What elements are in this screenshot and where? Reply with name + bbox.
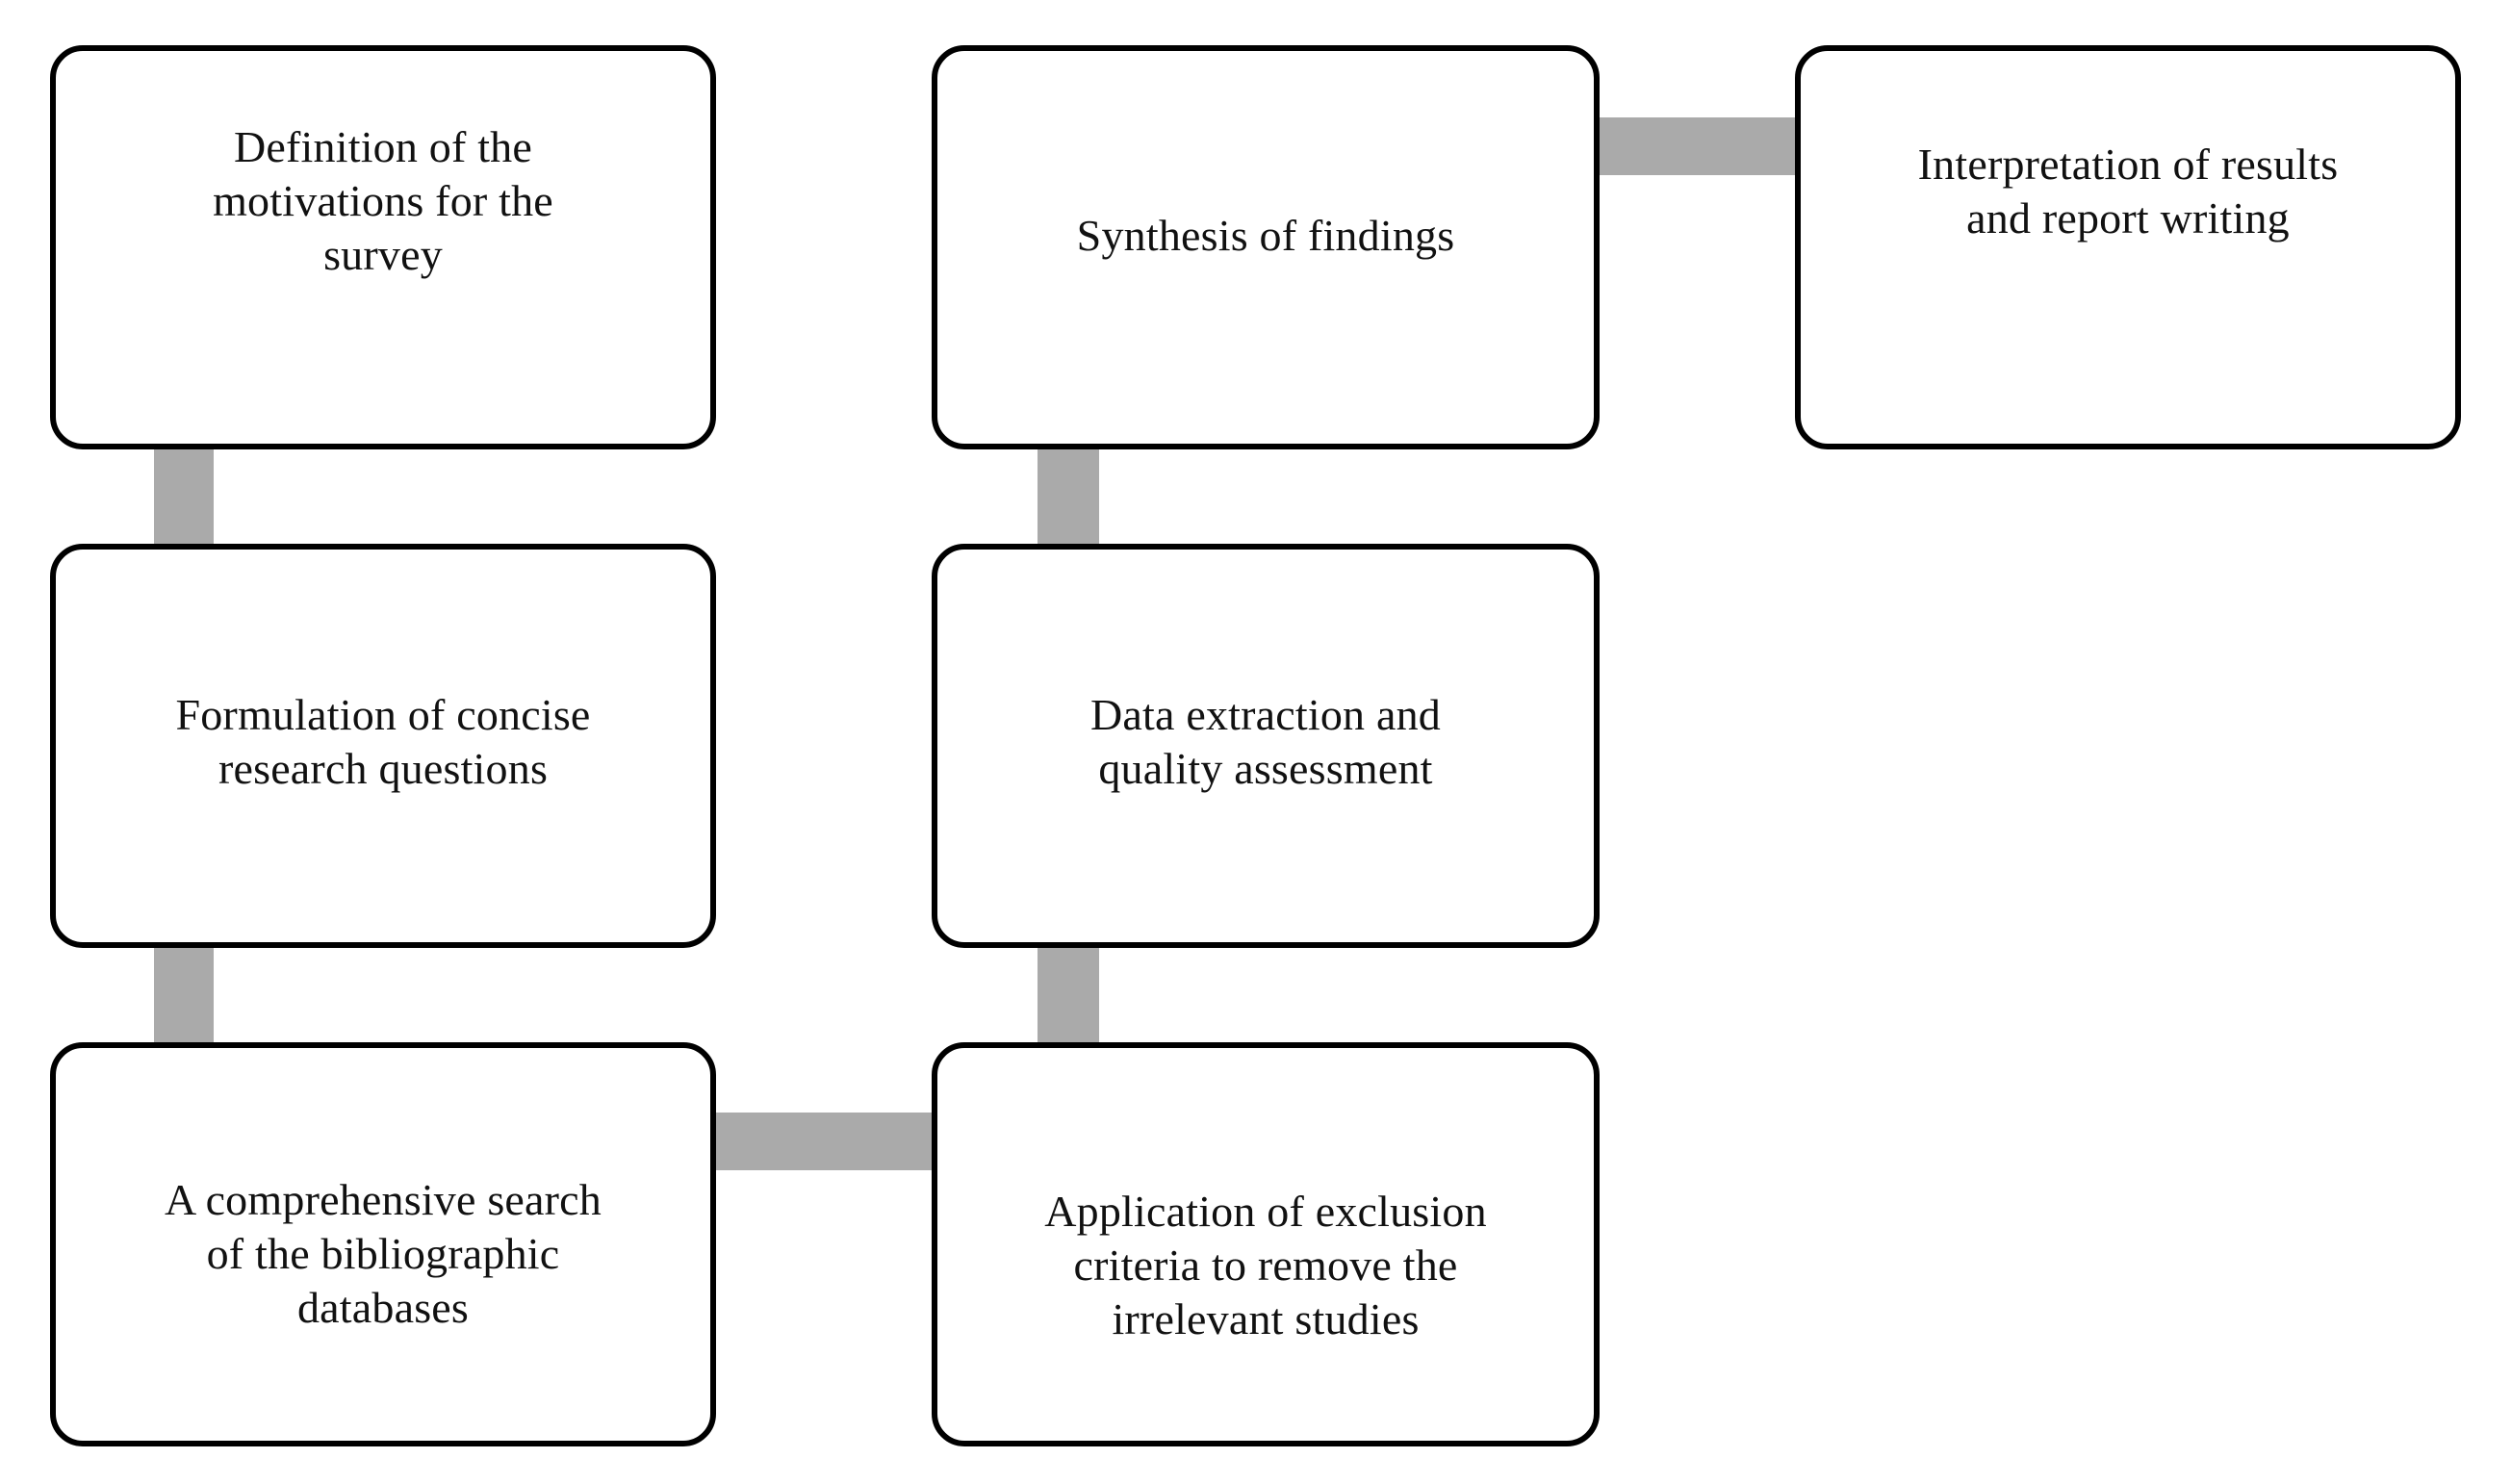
connector-extraction-to-synthesis bbox=[1038, 444, 1099, 548]
flowchart-node-label: Definition of the motivations for the su… bbox=[213, 121, 553, 280]
connector-synthesis-to-interpretation bbox=[1594, 117, 1800, 175]
connector-search-to-exclusion bbox=[710, 1113, 935, 1170]
flowchart-node-exclusion[interactable]: Application of exclusion criteria to rem… bbox=[932, 1042, 1600, 1446]
flowchart-node-label: Data extraction and quality assessment bbox=[1090, 689, 1441, 793]
flowchart-node-search[interactable]: A comprehensive search of the bibliograp… bbox=[50, 1042, 716, 1446]
flowchart-node-formulation[interactable]: Formulation of concise research question… bbox=[50, 544, 716, 948]
flowchart-node-label: Interpretation of results and report wri… bbox=[1917, 139, 2339, 243]
flowchart-node-label: A comprehensive search of the bibliograp… bbox=[164, 1174, 602, 1333]
flowchart-node-definition[interactable]: Definition of the motivations for the su… bbox=[50, 45, 716, 449]
flowchart-node-label: Synthesis of findings bbox=[1076, 210, 1455, 260]
flowchart-node-interpretation[interactable]: Interpretation of results and report wri… bbox=[1795, 45, 2461, 449]
flowchart-node-extraction[interactable]: Data extraction and quality assessment bbox=[932, 544, 1600, 948]
connector-exclusion-to-extraction bbox=[1038, 942, 1099, 1046]
flowchart-node-label: Formulation of concise research question… bbox=[175, 689, 591, 793]
connector-definition-to-formulation bbox=[154, 444, 214, 548]
connector-formulation-to-search bbox=[154, 942, 214, 1046]
flowchart-node-synthesis[interactable]: Synthesis of findings bbox=[932, 45, 1600, 449]
flowchart-node-label: Application of exclusion criteria to rem… bbox=[1044, 1186, 1487, 1344]
